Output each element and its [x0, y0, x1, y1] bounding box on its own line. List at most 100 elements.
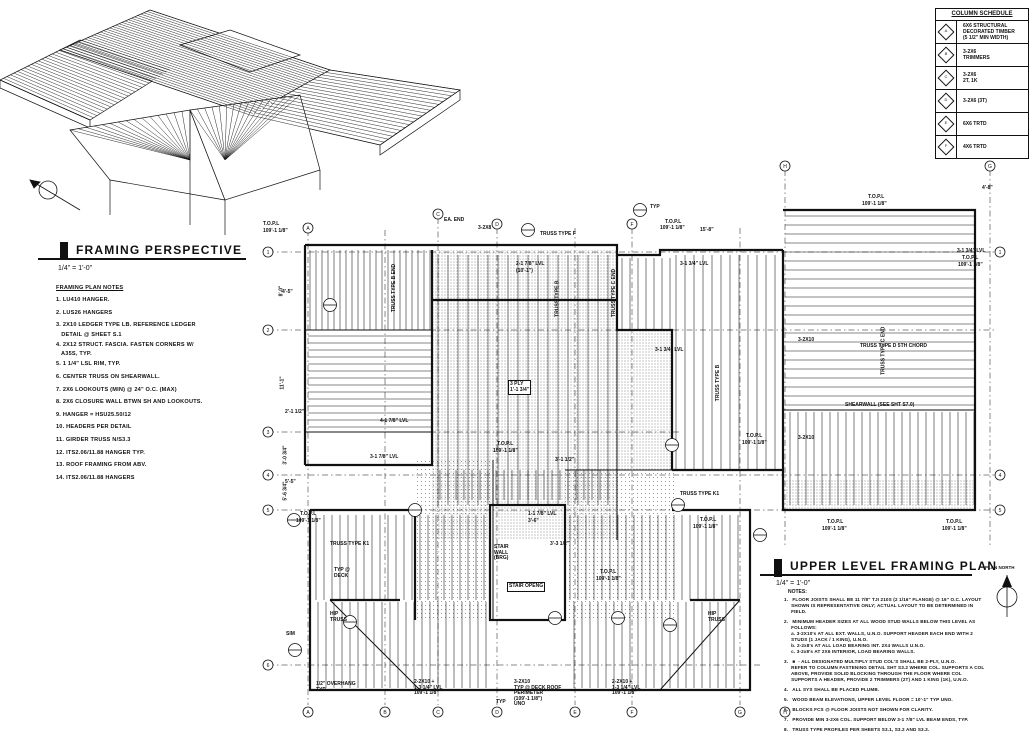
grid-letter-bottom-label: H [783, 710, 787, 716]
perspective-rafter [271, 102, 402, 131]
perspective-hip-rafter [109, 123, 191, 161]
plan-label-typ-deck: TYP @ DECK [334, 567, 350, 579]
plan-label-bot-3: 2-2X10 + 1-3 1/4" LVL 109'-1 1/8" [612, 679, 641, 696]
upper-plan-scale: 1/4" = 1'-0" [776, 580, 811, 587]
perspective-joist [62, 48, 153, 82]
plan-label-topl-c: T.O.P.L [962, 255, 979, 261]
framing-plan-notes: FRAMING PLAN NOTES 1. LU410 HANGER.2. LU… [56, 282, 276, 484]
plan-label-truss-type-k1b: TRUSS TYPE K1 [330, 541, 370, 547]
perspective-joist [143, 12, 325, 74]
column-description: 3-2X6 (3T) [963, 98, 987, 104]
perspective-rafter [283, 95, 414, 123]
plan-label-dim-3-1-2: 3'-1 1/2" [555, 457, 575, 463]
title-rule [38, 258, 246, 260]
upper-title-marker [774, 559, 782, 577]
framing-note: 6. CENTER TRUSS ON SHEARWALL. [56, 373, 160, 380]
grid-letter-bottom-label: D [495, 710, 499, 716]
framing-note: 1. LU410 HANGER. [56, 297, 110, 303]
column-symbol-icon: C [936, 67, 957, 89]
perspective-joist [17, 71, 108, 110]
plan-label-b-3-2x10-b: 3-2X10 [798, 435, 815, 441]
plan-label-topl-1: T.O.P.L [263, 221, 280, 227]
perspective-joist [27, 65, 118, 103]
plan-label-topl-rv: 109'-1 1/8" [862, 201, 887, 207]
upper-plan-note: 6. BLOCKS FCS @ FLOOR JOISTS NOT SHOWN F… [784, 707, 933, 712]
perspective-hip-rafter [141, 117, 191, 161]
perspective-hip-rafter [224, 100, 257, 161]
plan-label-dim-3-72: 3'-3 1/2" [550, 541, 570, 547]
perspective-hip-rafter [224, 101, 249, 161]
grid-letter-bottom-bubble [302, 706, 314, 718]
column-symbol-letter: F [944, 143, 948, 148]
left-dimension: 8'-0" [278, 285, 285, 297]
grid-number-left-label: 6 [267, 663, 270, 669]
perspective-joist [118, 23, 303, 86]
upper-plan-note: 2. MINIMUM HEADER SIZES AT ALL WOOD STUD… [784, 619, 976, 624]
grid-letter-top-bubble [302, 222, 314, 234]
left-dimension: 3'-0 3/4" [282, 445, 289, 465]
perspective-joist [76, 41, 167, 73]
plan-label-dim-2-1-2: 2'-1 1/2" [285, 409, 305, 415]
grid-letter-top-label: H [783, 164, 787, 170]
framing-note: 8. 2X6 CLOSURE WALL BTWN SH AND LOOKOUTS… [56, 399, 203, 406]
perspective-rafter [304, 83, 435, 108]
upper-title-rule [760, 574, 972, 576]
perspective-rafter [308, 81, 439, 105]
perspective-joist [106, 29, 292, 92]
plan-label-dim-5-5: 5'-5" [285, 479, 296, 485]
perspective-joist [52, 53, 143, 88]
perspective-joist [48, 55, 139, 90]
upper-plan-note: FIELD. [784, 609, 807, 614]
grid-number-left-bubble [262, 324, 274, 336]
perspective-rafter [279, 98, 410, 125]
grid-number-left-bubble [262, 504, 274, 516]
perspective-joist [20, 69, 111, 108]
plan-label-truss-b-end: TRUSS TYPE B END [391, 263, 398, 313]
perspective-hip-rafter [173, 112, 191, 161]
upper-plan-note: 5. WOOD BEAM ELEVATIONS, UPPER LEVEL FLO… [784, 697, 953, 702]
upper-plan-note: a. 3-2X10's AT ALL EXT. WALLS, U.N.O. SU… [784, 631, 973, 636]
perspective-joist [6, 76, 98, 116]
perspective-joist [0, 79, 91, 121]
perspective-rafter [329, 69, 461, 91]
perspective-joist [137, 15, 320, 77]
perspective-rafter [254, 112, 385, 143]
perspective-hip-rafter [197, 108, 226, 161]
perspective-rafter [292, 91, 423, 117]
perspective-hip-rafter [101, 124, 191, 161]
grid-number-left-label: 4 [267, 473, 270, 479]
column-symbol-icon: A [936, 21, 957, 43]
perspective-joist [31, 64, 122, 101]
plan-label-lvl-4-1-7-8: 4-1 7/8" LVL [380, 418, 409, 424]
perspective-joist [10, 74, 101, 114]
framing-note: 7. 2X6 LOOKOUTS (MIN) @ 24" O.C. (MAX) [56, 386, 177, 393]
column-symbol-icon: B [936, 44, 957, 66]
upper-plan-note: FOLLOWS: [784, 625, 817, 630]
plan-label-truss-type-b: TRUSS TYPE B [715, 364, 722, 402]
plan-label-topl-brv: 109'-1 1/8" [942, 526, 967, 532]
plan-label-topl-sv: 109'-1 1/8" [596, 576, 621, 582]
grid-letter-top-bubble [626, 218, 638, 230]
upper-plan-note: STUDS (1 JACK / 1 KING), U.N.O. [784, 637, 868, 642]
grid-letter-bottom-bubble [432, 706, 444, 718]
framing-note: DETAIL @ SHEET S.1 [56, 331, 122, 338]
framing-note: 14. ITS2.06/11.88 HANGERS [56, 474, 135, 481]
perspective-joist [112, 26, 297, 89]
perspective-joist [87, 37, 275, 102]
perspective-rafter [321, 74, 452, 97]
plan-label-dim-4-5: 4'-5" [282, 289, 293, 295]
perspective-hip-rafter [224, 102, 242, 161]
column-schedule-title: COLUMN SCHEDULE [951, 11, 1013, 17]
plan-label-lvl-1-1-7-8: 1-1 7/8" LVL [528, 511, 557, 517]
title-marker [60, 242, 68, 260]
grid-letter-top-bubble [984, 160, 996, 172]
perspective-rafter [258, 110, 389, 140]
perspective-joist [134, 16, 317, 78]
